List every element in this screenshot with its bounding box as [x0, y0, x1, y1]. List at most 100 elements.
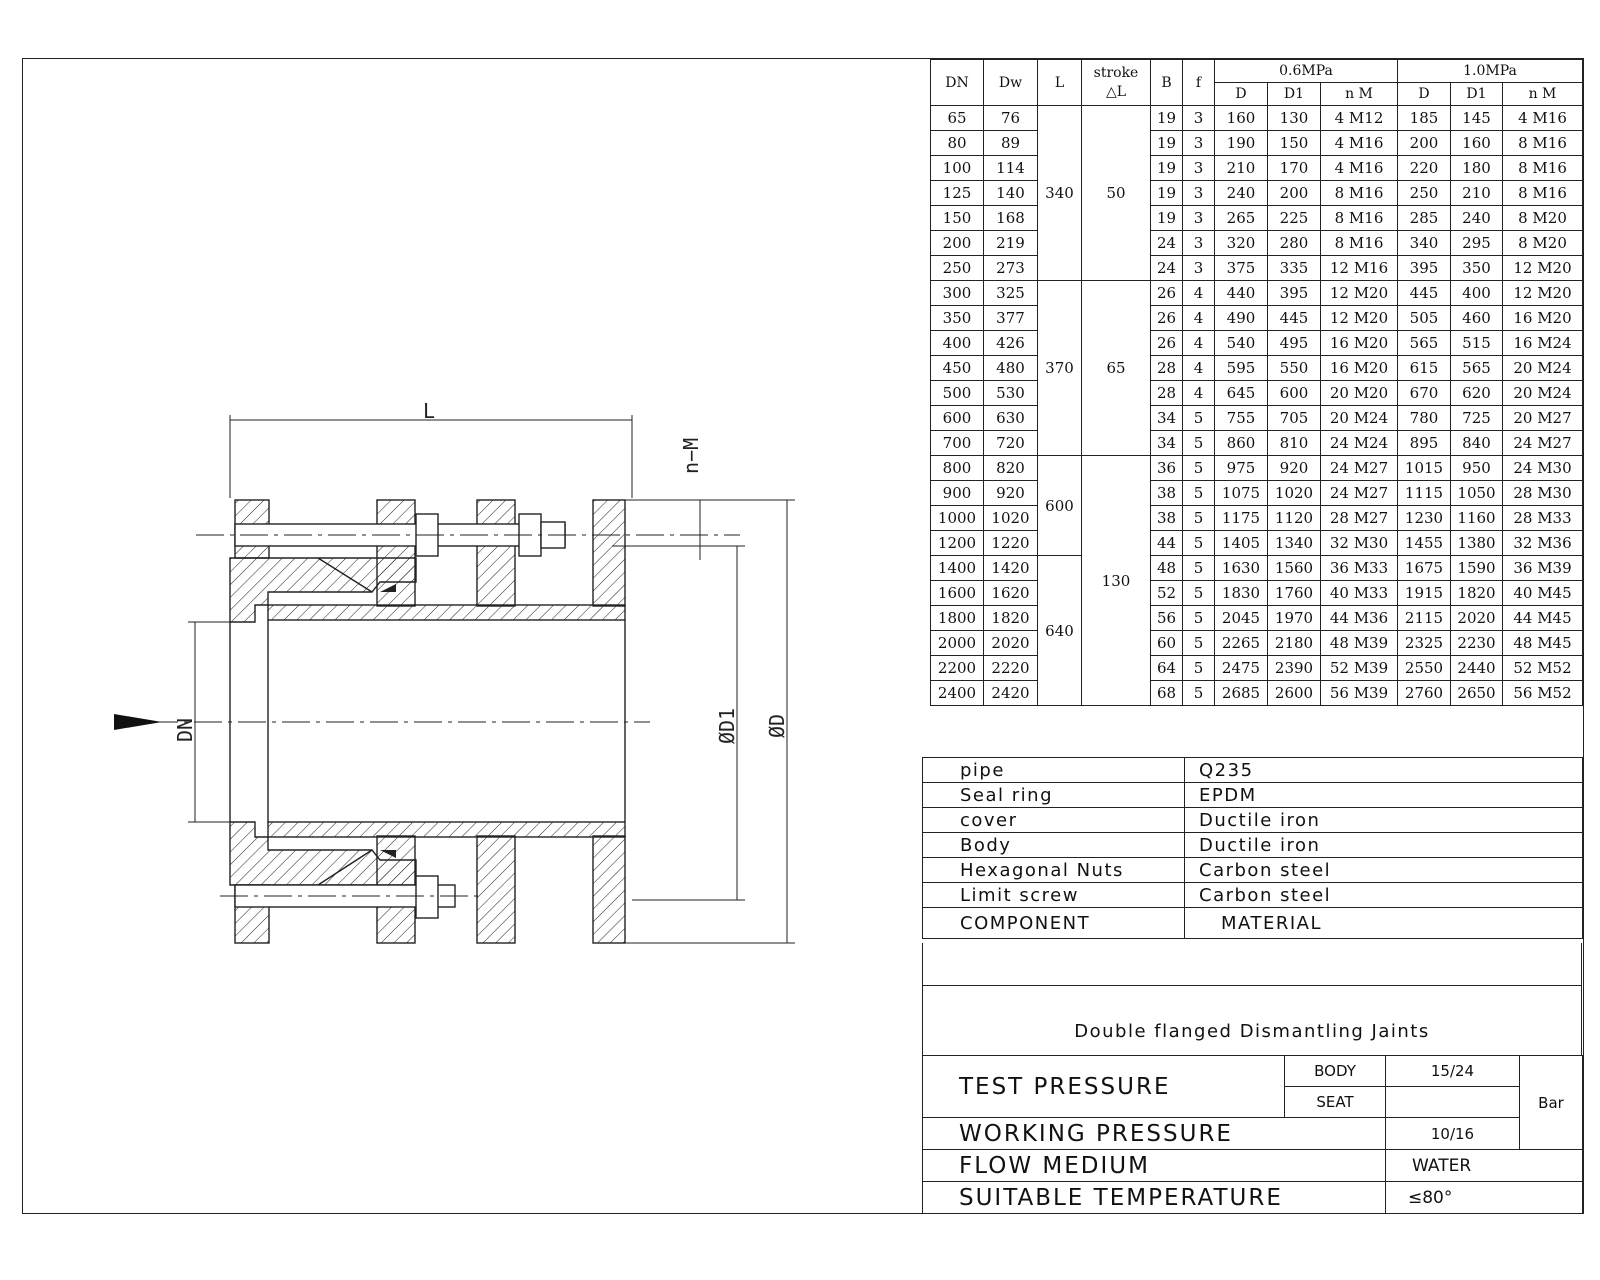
- middle-flange-top: [476, 499, 516, 607]
- d-06-cell: 440: [1214, 280, 1268, 306]
- d1-06-cell: 705: [1267, 405, 1321, 431]
- nm-06-cell: 12 M16: [1320, 255, 1398, 281]
- d1-10-cell: 240: [1450, 205, 1503, 231]
- material-cell: Carbon steel: [1184, 857, 1583, 883]
- dw-cell: 1620: [983, 580, 1038, 606]
- nm-10-cell: 16 M24: [1502, 330, 1583, 356]
- nm-06-cell: 12 M20: [1320, 280, 1398, 306]
- nm-10-cell: 56 M52: [1502, 680, 1583, 706]
- nm-10-cell: 28 M30: [1502, 480, 1583, 506]
- dn-cell: 900: [930, 480, 984, 506]
- d-06-cell: 210: [1214, 155, 1268, 181]
- d-10-cell: 780: [1397, 405, 1451, 431]
- dw-cell: 273: [983, 255, 1038, 281]
- b-cell: 48: [1150, 555, 1183, 581]
- nm-10-cell: 40 M45: [1502, 580, 1583, 606]
- test-pressure-label: TEST PRESSURE: [922, 1055, 1285, 1118]
- d1-06-cell: 1340: [1267, 530, 1321, 556]
- nm-06-cell: 32 M30: [1320, 530, 1398, 556]
- nm-10-cell: 24 M30: [1502, 455, 1583, 481]
- f-cell: 3: [1182, 130, 1215, 156]
- d-06-cell: 490: [1214, 305, 1268, 331]
- pipe-wall-bottom: [267, 821, 626, 838]
- d1-06-cell: 445: [1267, 305, 1321, 331]
- d-06-cell: 265: [1214, 205, 1268, 231]
- d1-06-cell: 1560: [1267, 555, 1321, 581]
- material-cell: Ductile iron: [1184, 832, 1583, 858]
- d1-06-cell: 1120: [1267, 505, 1321, 531]
- d-06-cell: 1630: [1214, 555, 1268, 581]
- d1-06-cell: 2390: [1267, 655, 1321, 681]
- d1-10-cell: 2440: [1450, 655, 1503, 681]
- d1-10-cell: 400: [1450, 280, 1503, 306]
- d1-06-cell: 1760: [1267, 580, 1321, 606]
- f-cell: 3: [1182, 105, 1215, 131]
- d-10-cell: 1015: [1397, 455, 1451, 481]
- seal-ring-bottom: [380, 850, 396, 858]
- d-10-cell: 2550: [1397, 655, 1451, 681]
- dw-cell: 76: [983, 105, 1038, 131]
- d-10-cell: 395: [1397, 255, 1451, 281]
- dw-cell: 140: [983, 180, 1038, 206]
- working-pressure-label: WORKING PRESSURE: [922, 1117, 1386, 1150]
- f-cell: 4: [1182, 380, 1215, 406]
- header-0-6mpa: 0.6MPa: [1214, 59, 1398, 83]
- nm-06-cell: 8 M16: [1320, 180, 1398, 206]
- material-header-row: COMPONENT MATERIAL: [922, 907, 1583, 939]
- d-06-cell: 160: [1214, 105, 1268, 131]
- length-cell: 340: [1037, 105, 1082, 281]
- f-cell: 5: [1182, 480, 1215, 506]
- b-cell: 52: [1150, 580, 1183, 606]
- d-06-cell: 540: [1214, 330, 1268, 356]
- dn-cell: 200: [930, 230, 984, 256]
- label-D: ØD: [765, 714, 789, 738]
- nm-06-cell: 8 M16: [1320, 205, 1398, 231]
- dimension-table: DN Dw L stroke △L B f 0.6MPa 1.0MPa D D1…: [930, 59, 1583, 706]
- label-DN: DN: [173, 718, 197, 742]
- material-table: pipe Q235 Seal ring EPDM cover Ductile i…: [922, 757, 1583, 939]
- b-cell: 34: [1150, 405, 1183, 431]
- seal-ring-top: [380, 584, 396, 592]
- dw-cell: 1220: [983, 530, 1038, 556]
- material-row: Body Ductile iron: [922, 832, 1583, 858]
- d-10-cell: 285: [1397, 205, 1451, 231]
- nm-10-cell: 8 M16: [1502, 180, 1583, 206]
- dw-cell: 630: [983, 405, 1038, 431]
- d-10-cell: 615: [1397, 355, 1451, 381]
- d1-06-cell: 550: [1267, 355, 1321, 381]
- nm-10-cell: 20 M24: [1502, 380, 1583, 406]
- d-10-cell: 895: [1397, 430, 1451, 456]
- b-cell: 68: [1150, 680, 1183, 706]
- dw-cell: 1420: [983, 555, 1038, 581]
- nm-06-cell: 16 M20: [1320, 355, 1398, 381]
- nm-06-cell: 36 M33: [1320, 555, 1398, 581]
- d-06-cell: 975: [1214, 455, 1268, 481]
- d1-06-cell: 2600: [1267, 680, 1321, 706]
- spec-table: TEST PRESSURE BODY 15/24 Bar SEAT WORKIN…: [922, 1055, 1583, 1214]
- nm-10-cell: 28 M33: [1502, 505, 1583, 531]
- d-10-cell: 200: [1397, 130, 1451, 156]
- nm-10-cell: 36 M39: [1502, 555, 1583, 581]
- b-cell: 26: [1150, 280, 1183, 306]
- nm-06-cell: 4 M16: [1320, 155, 1398, 181]
- f-cell: 5: [1182, 680, 1215, 706]
- flow-medium-label: FLOW MEDIUM: [922, 1149, 1386, 1182]
- dw-cell: 377: [983, 305, 1038, 331]
- b-cell: 24: [1150, 230, 1183, 256]
- f-cell: 5: [1182, 580, 1215, 606]
- nm-10-cell: 8 M16: [1502, 130, 1583, 156]
- nm-10-cell: 52 M52: [1502, 655, 1583, 681]
- dn-cell: 100: [930, 155, 984, 181]
- d-10-cell: 250: [1397, 180, 1451, 206]
- d1-06-cell: 920: [1267, 455, 1321, 481]
- label-D1: ØD1: [715, 708, 739, 744]
- f-cell: 3: [1182, 255, 1215, 281]
